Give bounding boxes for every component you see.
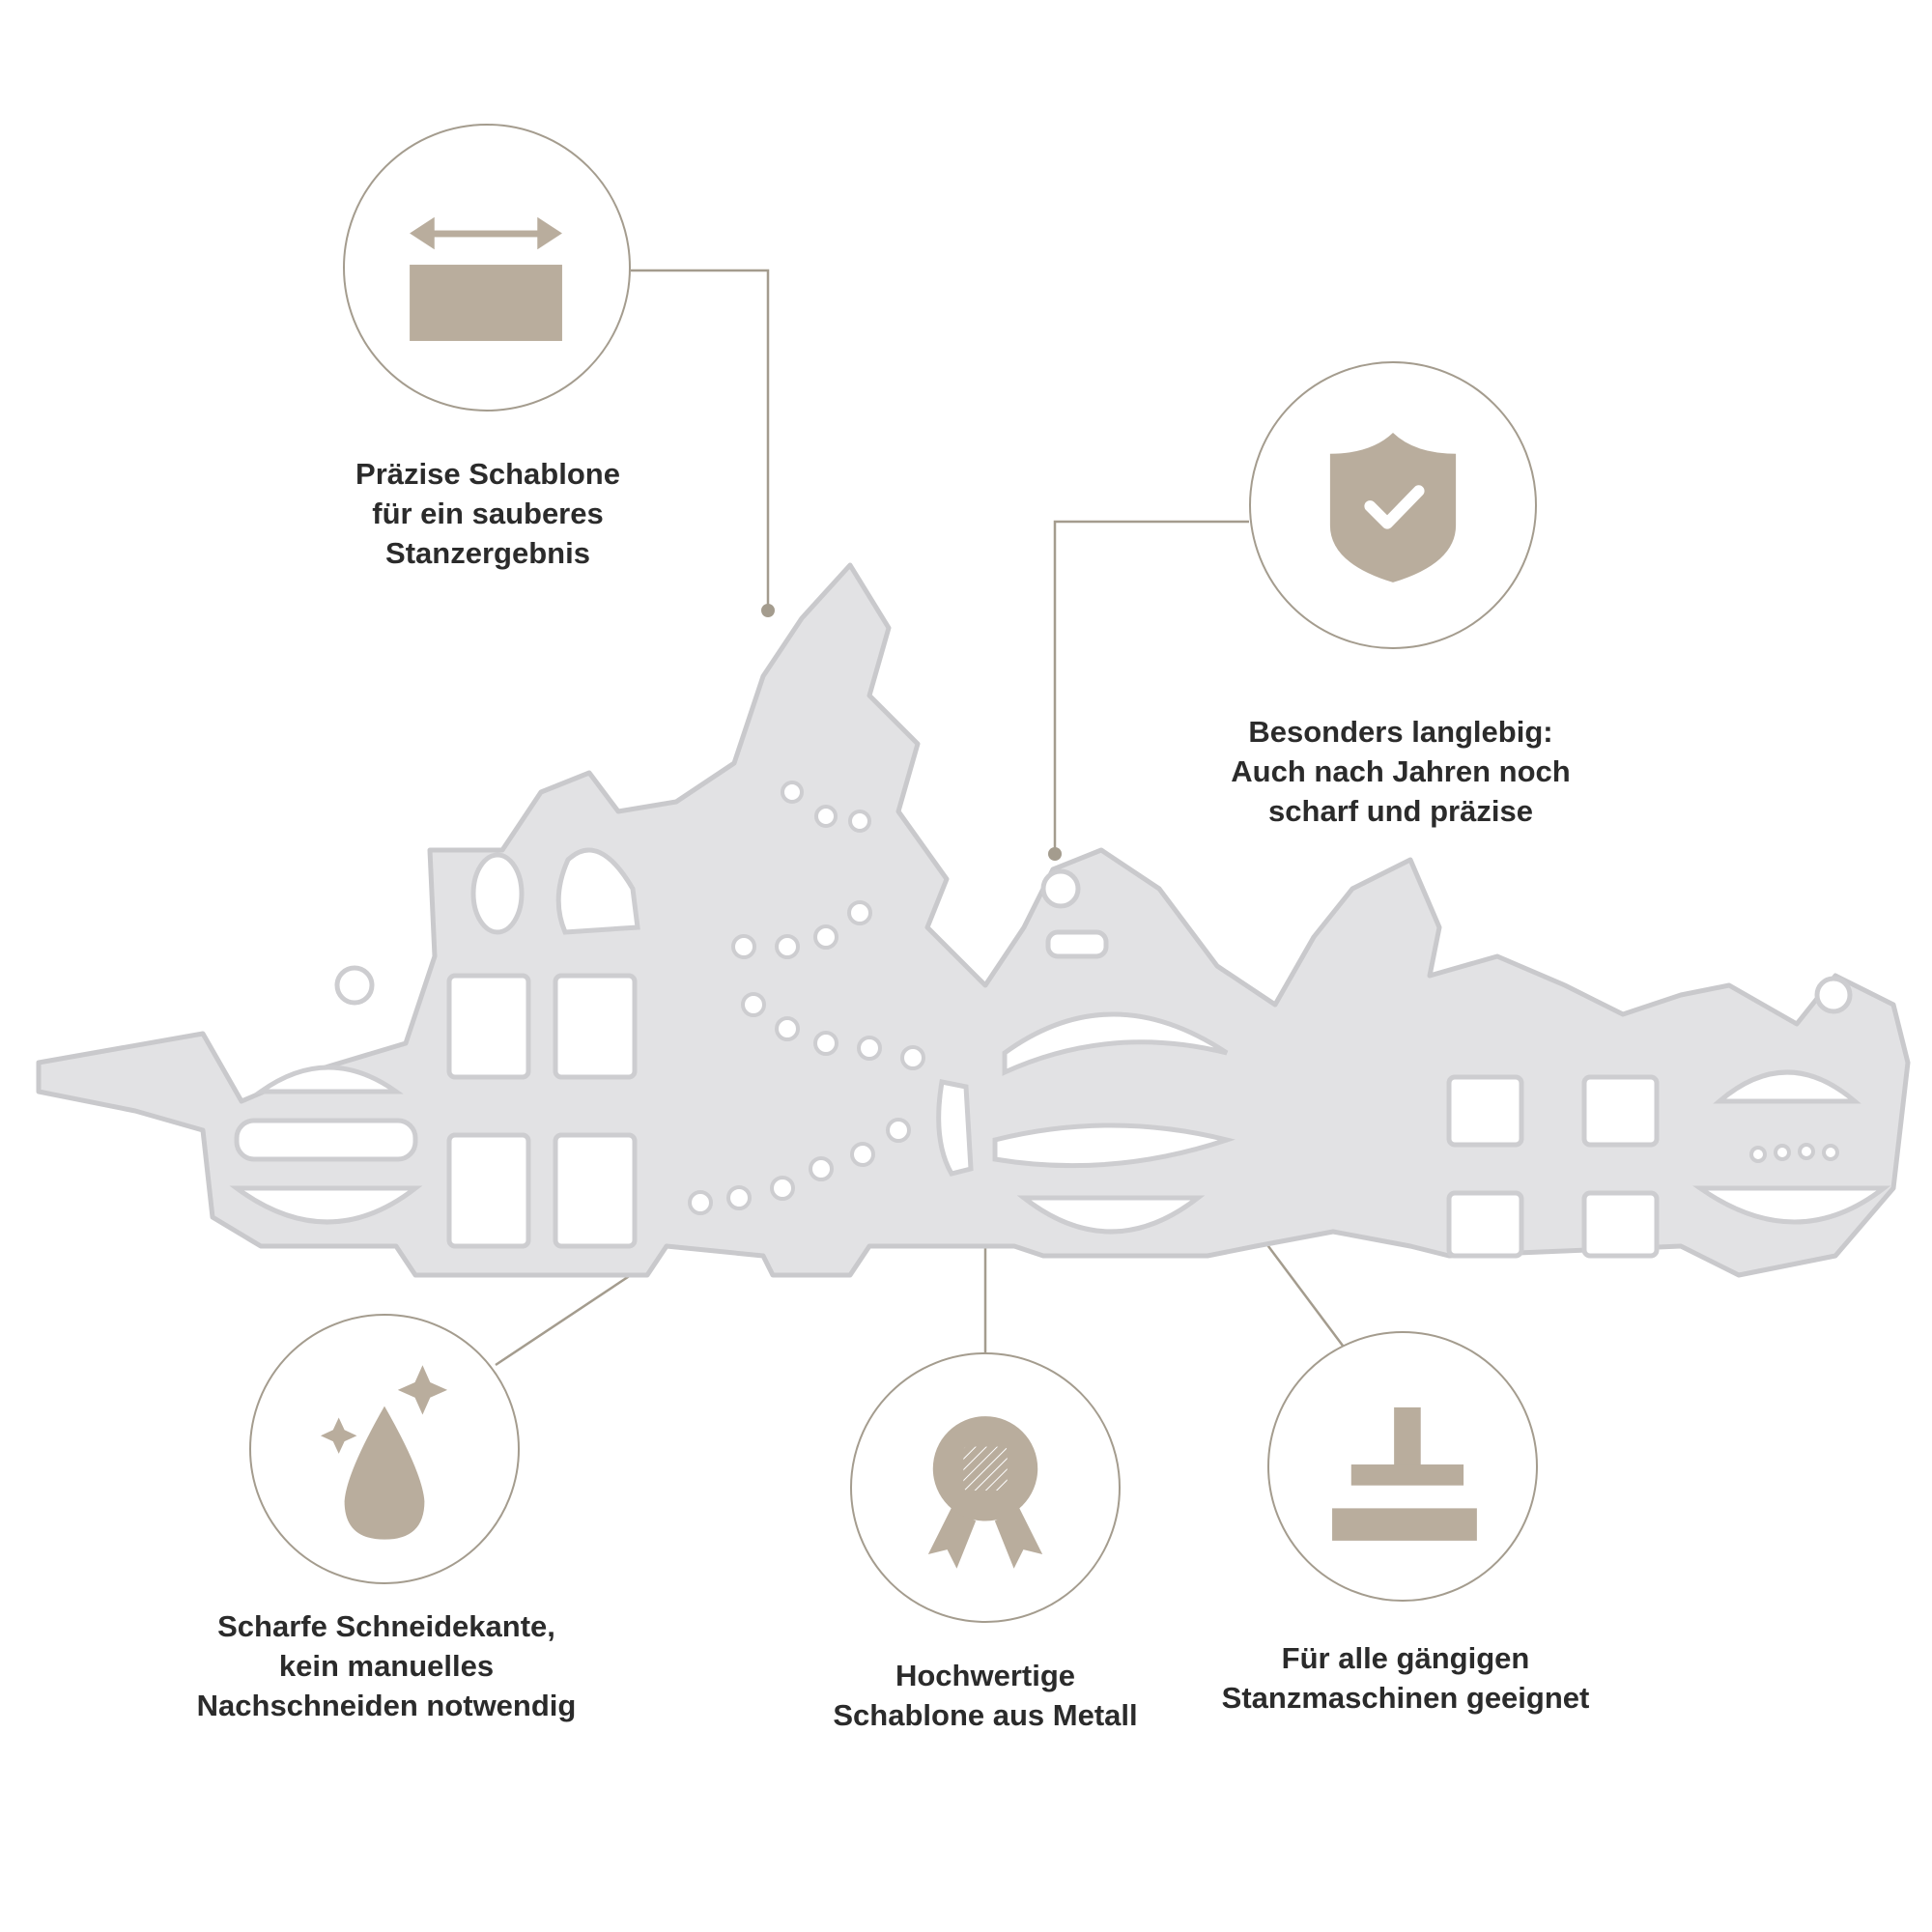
shield-check-icon: [1329, 433, 1457, 582]
connector-sharp-edge: [495, 1264, 646, 1367]
caption-line: Auch nach Jahren noch: [1231, 754, 1571, 788]
caption-line: Scharfe Schneidekante,: [217, 1609, 555, 1643]
caption-sharp-edge: Scharfe Schneidekante, kein manuelles Na…: [164, 1606, 609, 1725]
die-body: [36, 562, 1911, 1278]
feature-precise-circle: [343, 124, 631, 412]
feature-machines-circle: [1267, 1331, 1538, 1602]
caption-line: Präzise Schablone: [355, 457, 620, 491]
connector-durable: [1053, 520, 1249, 854]
hanging-loops: [334, 868, 1853, 1014]
stamp-press-icon: [1332, 1406, 1477, 1541]
caption-line: Schablone aus Metall: [833, 1698, 1138, 1732]
caption-line: Stanzergebnis: [385, 536, 590, 570]
connector-precise: [631, 269, 770, 611]
caption-line: Hochwertige: [895, 1659, 1076, 1692]
caption-machines: Für alle gängigen Stanzmaschinen geeigne…: [1193, 1638, 1618, 1718]
quality-badge-icon: [927, 1416, 1043, 1569]
feature-sharp-edge-circle: [249, 1314, 520, 1584]
caption-line: Besonders langlebig:: [1248, 715, 1553, 749]
caption-metal: Hochwertige Schablone aus Metall: [773, 1656, 1198, 1735]
caption-line: für ein sauberes: [372, 497, 604, 530]
caption-line: Für alle gängigen: [1281, 1641, 1530, 1675]
garland-dots: [688, 781, 1839, 1215]
drop-sparkle-icon: [320, 1365, 448, 1540]
feature-durable-circle: [1249, 361, 1537, 649]
caption-line: Nachschneiden notwendig: [196, 1689, 577, 1722]
die-cutouts: [229, 847, 1891, 1259]
caption-line: Stanzmaschinen geeignet: [1221, 1681, 1590, 1715]
width-arrow-rectangle-icon: [410, 216, 562, 341]
feature-metal-circle: [850, 1352, 1121, 1623]
caption-precise: Präzise Schablone für ein sauberes Stanz…: [270, 454, 705, 573]
caption-durable: Besonders langlebig: Auch nach Jahren no…: [1188, 712, 1613, 831]
caption-line: kein manuelles: [278, 1649, 495, 1683]
caption-line: scharf und präzise: [1268, 794, 1533, 828]
